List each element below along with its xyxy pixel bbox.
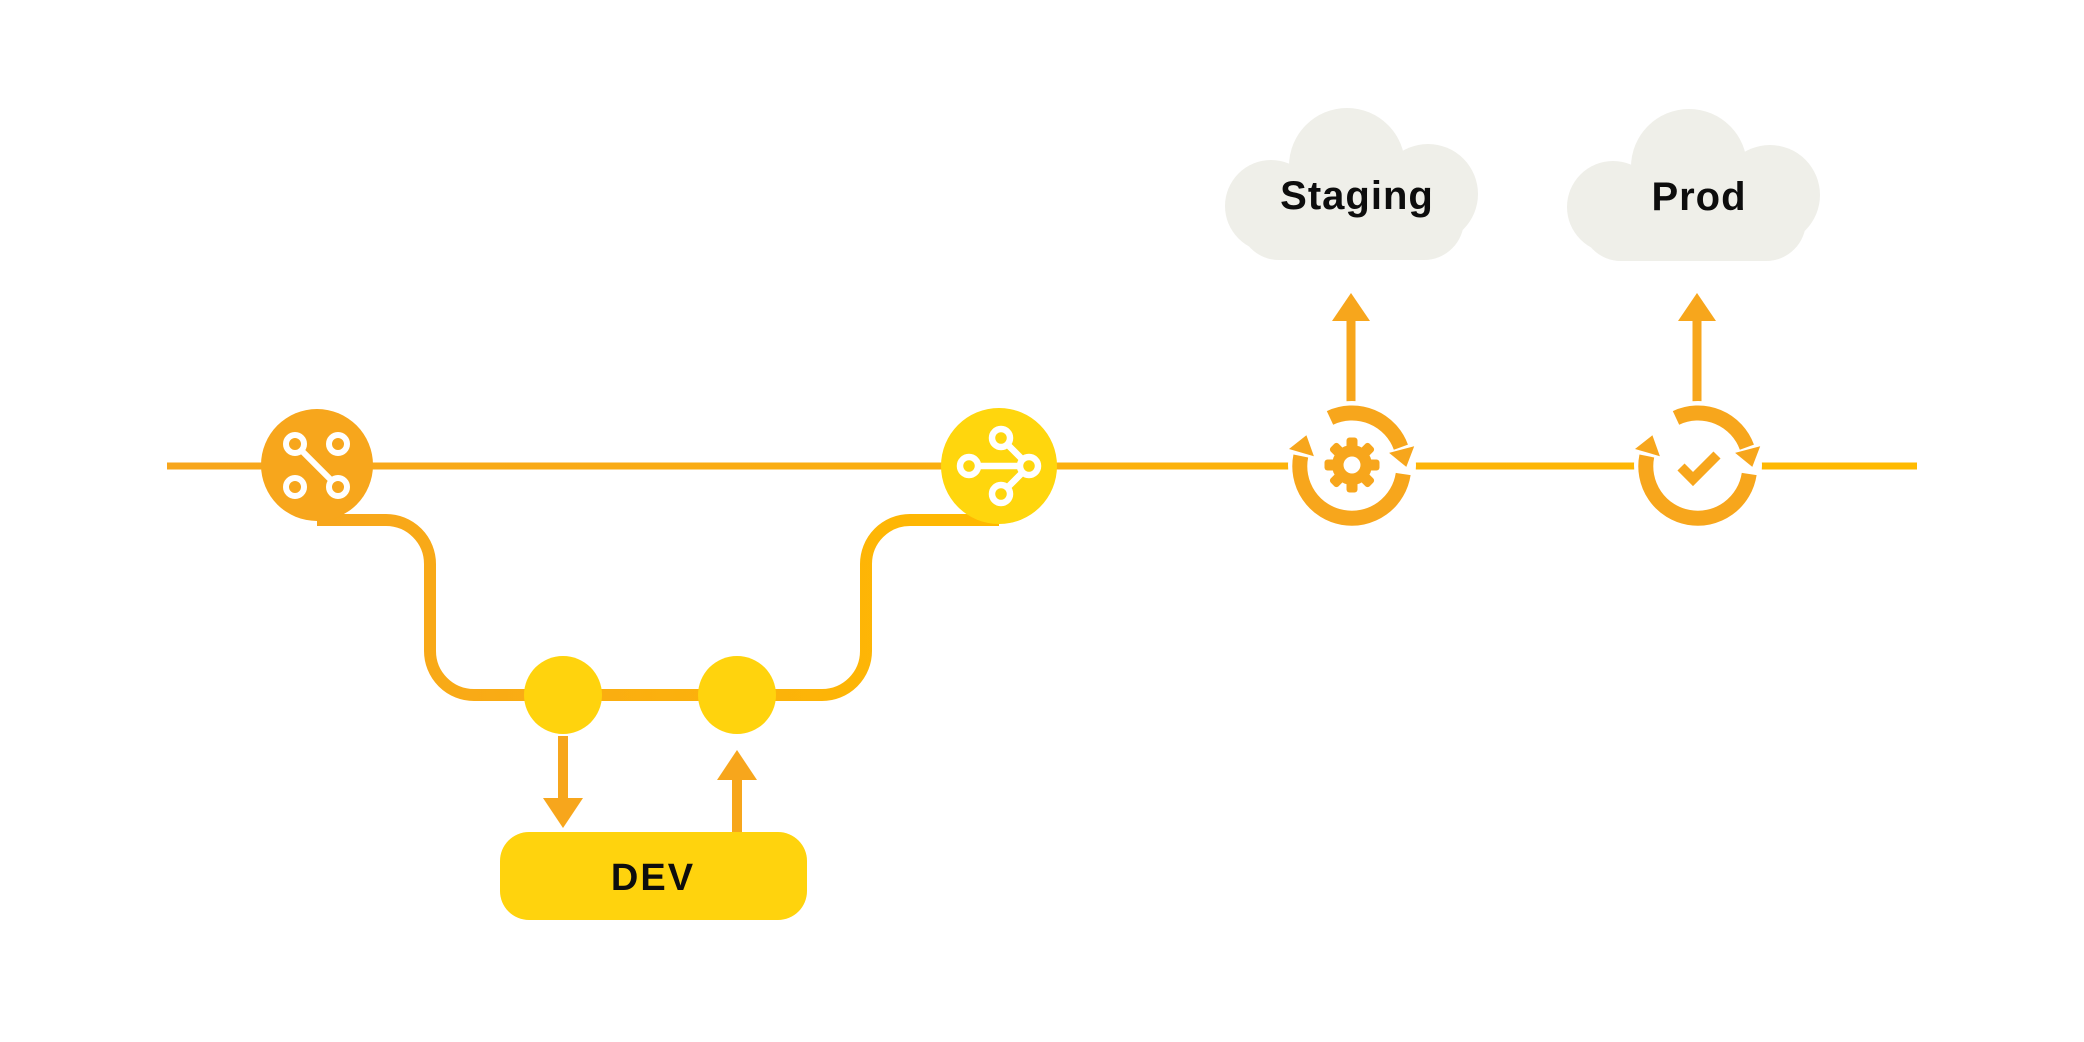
arrow-down-icon [543,736,583,828]
feature-branch-line [317,514,999,701]
dev-commit-dot-1 [524,656,602,734]
sync-gear-icon [1288,401,1416,529]
dev-commit-dot-2 [698,656,776,734]
check-icon [1677,451,1721,487]
arrow-up-icon [717,750,757,834]
staging-label: Staging [1280,174,1434,218]
prod-label: Prod [1651,175,1746,219]
git-merge-icon [941,408,1057,524]
staging-cloud: Staging [1225,108,1478,260]
arrow-up-icon [1678,293,1716,404]
prod-cloud: Prod [1567,109,1820,261]
dev-label: DEV [611,857,695,899]
gear-icon [1324,437,1380,493]
dev-box: DEV [500,832,807,920]
commit-network-icon [261,409,373,521]
arrow-up-icon [1332,293,1370,404]
sync-check-icon [1634,401,1762,529]
